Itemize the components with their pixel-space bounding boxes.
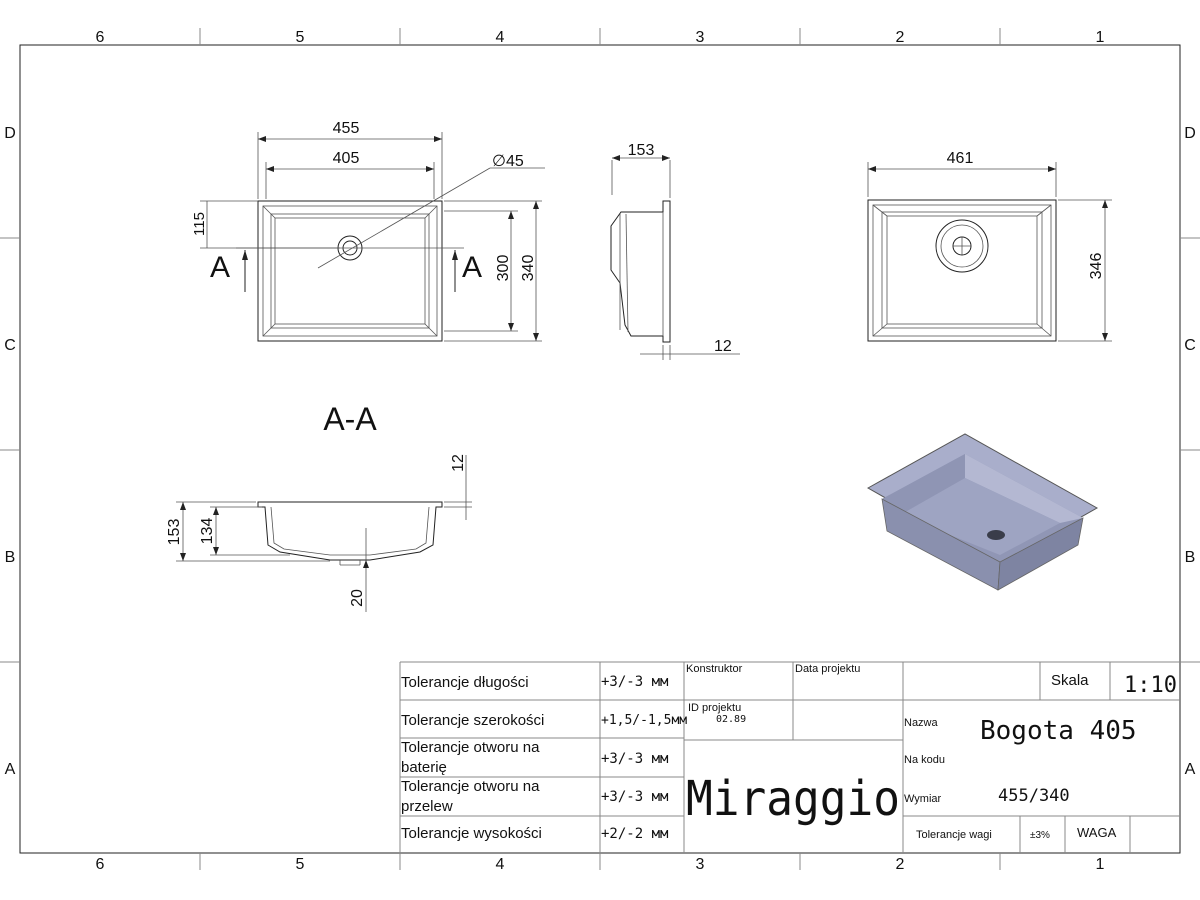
dim-top-340: 340 (520, 255, 537, 282)
id-projektu-label: ID projektu (688, 702, 741, 714)
section-mark-left: A (210, 251, 230, 284)
dim-top-455: 455 (333, 120, 360, 137)
col-label-top: 3 (696, 29, 705, 46)
tolerance-label: Tolerancje szerokości (401, 712, 544, 729)
grid-ticks (0, 28, 1200, 870)
row-label-left: C (4, 337, 16, 354)
tolerance-value: +3/-3 мм (601, 674, 669, 690)
tolerance-label: Tolerancje wysokości (401, 825, 542, 842)
wymiar-value: 455/340 (998, 786, 1070, 806)
row-label-right: D (1184, 125, 1196, 142)
tolerance-label: Tolerancje otworu na (401, 778, 540, 795)
brand-logo: Miraggio (686, 771, 900, 827)
nazwa-label: Nazwa (904, 717, 939, 729)
tolerance-label: przelew (401, 798, 453, 815)
col-label-top: 5 (296, 29, 305, 46)
col-label-top: 6 (96, 29, 105, 46)
row-label-left: A (5, 761, 16, 778)
dim-bottom-346: 346 (1088, 253, 1105, 280)
col-label-bottom: 2 (896, 856, 905, 873)
col-label-bottom: 5 (296, 856, 305, 873)
side-view: 153 12 (610, 142, 740, 360)
tolerance-label: Tolerancje otworu na (401, 739, 540, 756)
col-label-top: 2 (896, 29, 905, 46)
dim-side-153: 153 (628, 142, 655, 159)
row-label-left: D (4, 125, 16, 142)
dim-top-hole: ∅45 (492, 153, 524, 170)
section-title: A-A (323, 401, 377, 437)
dim-top-405: 405 (333, 150, 360, 167)
dim-section-134: 134 (199, 518, 216, 545)
dim-section-20: 20 (349, 589, 366, 607)
title-block-lines (399, 661, 1180, 853)
row-label-right: B (1185, 549, 1196, 566)
dim-top-115: 115 (191, 212, 208, 236)
sink-3d-render (866, 433, 1099, 591)
data-projektu-label: Data projektu (795, 663, 860, 675)
col-label-bottom: 1 (1096, 856, 1105, 873)
dim-section-153: 153 (166, 519, 183, 546)
tolerancje-wagi-label: Tolerancje wagi (916, 829, 992, 841)
skala-value: 1:10 (1124, 673, 1177, 698)
row-label-right: A (1185, 761, 1196, 778)
tolerance-value: +2/-2 мм (601, 826, 669, 842)
tolerance-value: +3/-3 мм (601, 789, 669, 805)
tolerance-value: +1,5/-1,5мм (601, 713, 687, 728)
col-label-bottom: 4 (496, 856, 505, 873)
waga-label: WAGA (1077, 825, 1117, 840)
row-label-left: B (5, 549, 16, 566)
col-label-bottom: 3 (696, 856, 705, 873)
section-view: A-A 12 153 134 20 (166, 401, 472, 612)
col-label-top: 1 (1096, 29, 1105, 46)
tolerance-label: Tolerancje długości (401, 674, 529, 691)
na-kodu-label: Na kodu (904, 754, 945, 766)
col-label-bottom: 6 (96, 856, 105, 873)
konstruktor-label: Konstruktor (686, 663, 743, 675)
tolerance-value: +3/-3 мм (601, 751, 669, 767)
id-projektu-value: 02.89 (716, 714, 746, 725)
nazwa-value: Bogota 405 (980, 716, 1137, 746)
dim-bottom-461: 461 (947, 150, 974, 167)
tolerance-label: baterię (401, 759, 447, 776)
row-label-right: C (1184, 337, 1196, 354)
section-mark-right: A (462, 251, 482, 284)
bottom-view: 461 346 (867, 150, 1112, 342)
dim-section-12: 12 (450, 454, 467, 472)
dim-side-12: 12 (714, 338, 732, 355)
dim-top-300: 300 (495, 255, 512, 282)
wymiar-label: Wymiar (904, 793, 942, 805)
skala-label: Skala (1051, 672, 1089, 689)
tolerancje-wagi-value: ±3% (1030, 830, 1050, 841)
col-label-top: 4 (496, 29, 505, 46)
top-view: 455 405 ∅45 115 A A 300 340 (191, 120, 545, 342)
